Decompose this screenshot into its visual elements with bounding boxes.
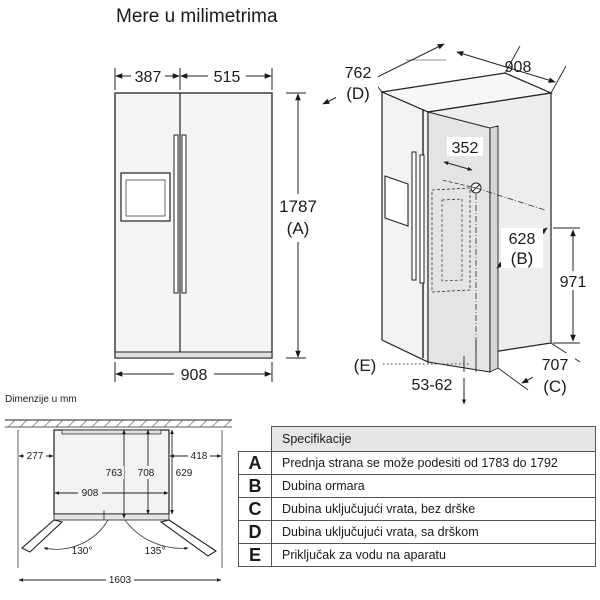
iso-depth-no-handle: 707 [542,357,569,374]
plan-view: 277 418 763 708 629 908 130° 135° 1603 [5,419,232,586]
front-view: 387 515 1787 (A) 908 [114,66,320,384]
spec-text: Dubina uključujući vrata, sa drškom [271,520,596,544]
spec-table: Specifikacije A Prednja strana se može p… [238,426,596,567]
iso-cabinet-depth-code: (B) [511,249,534,268]
plan-angle-left: 130° [72,546,93,557]
spec-letter: C [238,497,272,521]
iso-depth-handle: 762 [345,65,372,82]
iso-view: 908 762 (D) 352 628 (B) 971 707 (C) (E) [322,43,593,405]
front-right-door-width: 515 [214,69,241,86]
iso-front-code: (E) [354,356,377,375]
spec-letter: B [238,474,272,498]
spec-text: Priključak za vodu na aparatu [271,543,596,567]
plan-depth-763: 763 [106,468,123,479]
front-height-code: (A) [287,219,310,238]
water-dispenser [120,172,171,222]
spec-letter: A [238,451,272,475]
spec-row: D Dubina uključujući vrata, sa drškom [238,520,596,544]
page-title: Mere u milimetrima [116,6,278,27]
iso-top-width: 908 [505,59,532,76]
plan-depth-708: 708 [138,468,155,479]
iso-water-height: 971 [560,274,587,291]
spec-header: Specifikacije [271,426,596,452]
plan-right-clearance: 418 [191,451,208,462]
plan-width: 908 [82,488,99,499]
front-left-door-width: 387 [135,69,162,86]
spec-row: C Dubina uključujući vrata, bez drške [238,497,596,521]
spec-text: Dubina ormara [271,474,596,498]
spec-header-row: Specifikacije [238,426,596,452]
plan-total-open: 1603 [109,575,132,586]
iso-depth-no-handle-code: (C) [543,377,567,396]
plan-angle-right: 135° [145,546,166,557]
iso-depth-handle-code: (D) [346,84,370,103]
spec-text: Prednja strana se može podesiti od 1783 … [271,451,596,475]
left-handle [173,134,179,294]
front-width: 908 [181,367,208,384]
iso-cabinet-depth: 628 [509,231,536,248]
iso-wall-gap: 53-62 [412,377,453,394]
spec-row: B Dubina ormara [238,474,596,498]
right-handle [181,134,187,294]
front-height: 1787 [279,197,317,216]
spec-text: Dubina uključujući vrata, bez drške [271,497,596,521]
fridge-front-body [114,92,273,359]
spec-letter: D [238,520,272,544]
iso-water-offset: 352 [452,140,479,157]
plan-depth-629: 629 [176,468,193,479]
spec-letter: E [238,543,272,567]
spec-row: A Prednja strana se može podesiti od 178… [238,451,596,475]
plan-label: Dimenzije u mm [5,394,77,405]
spec-row: E Priključak za vodu na aparatu [238,543,596,567]
plan-left-clearance: 277 [27,451,44,462]
